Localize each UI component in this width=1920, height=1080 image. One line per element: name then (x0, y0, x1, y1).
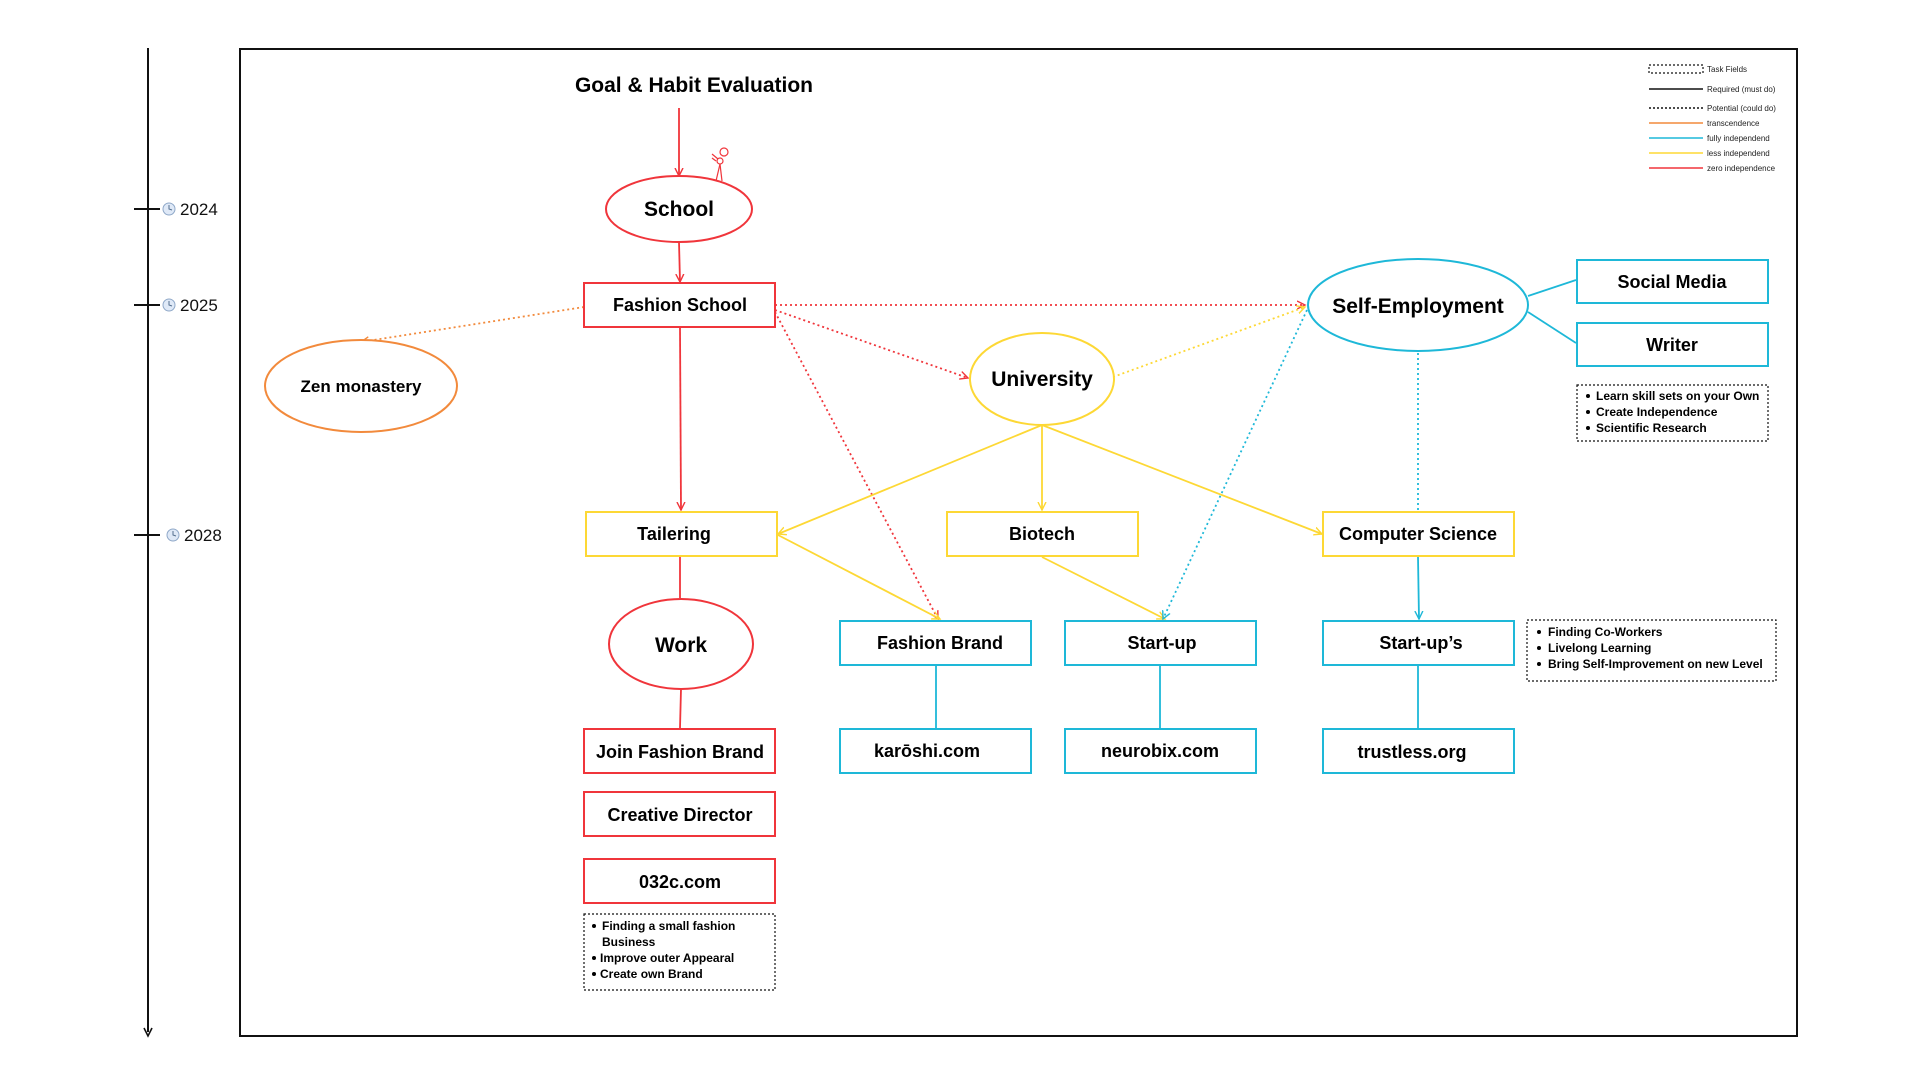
legend-transcendence: transcendence (1707, 119, 1760, 128)
node-work-label: Work (655, 634, 707, 657)
edge-computer-science-startups (1418, 556, 1419, 619)
clock-icon (162, 298, 176, 312)
edge-fashion-school-tailering (680, 327, 681, 510)
task-field-fashion: Finding a small fashion Business Improve… (583, 913, 776, 991)
node-computer-science[interactable]: Computer Science (1322, 511, 1515, 557)
task-note: Improve outer Appearal (600, 951, 734, 965)
legend-fully-independend: fully independend (1707, 134, 1770, 143)
legend-task-fields-swatch (1648, 64, 1704, 74)
connectors (361, 108, 1577, 729)
node-university[interactable]: University (969, 332, 1115, 426)
edge-school-fashion-school (679, 241, 680, 282)
stick-figure-icon (711, 147, 729, 182)
node-biotech-label: Biotech (1009, 524, 1075, 544)
node-school-label: School (644, 198, 714, 221)
clock-icon (166, 528, 180, 542)
node-karoshi[interactable]: karōshi.com (839, 728, 1032, 774)
year-label-2025: 2025 (180, 296, 218, 315)
timeline: 2024 2025 2028 (134, 48, 222, 1038)
node-computer-science-label: Computer Science (1339, 524, 1497, 544)
edge-tailering-fashion-brand (777, 534, 940, 620)
node-self-employment[interactable]: Self-Employment (1307, 258, 1529, 352)
node-creative-director-label: Creative Director (607, 805, 752, 825)
node-startup-label: Start-up (1128, 633, 1197, 653)
node-biotech[interactable]: Biotech (946, 511, 1139, 557)
task-note: Finding Co-Workers (1548, 625, 1663, 639)
legend: Task Fields Required (must do) Potential… (1648, 64, 1776, 173)
timeline-tick-2025: 2025 (134, 296, 218, 315)
node-neurobix[interactable]: neurobix.com (1064, 728, 1257, 774)
node-university-label: University (991, 368, 1093, 391)
node-writer-label: Writer (1646, 335, 1698, 355)
task-note: Livelong Learning (1548, 641, 1651, 655)
node-join-fashion-brand-label: Join Fashion Brand (596, 742, 764, 762)
node-neurobix-label: neurobix.com (1101, 741, 1219, 761)
legend-potential: Potential (could do) (1707, 104, 1776, 113)
node-self-employment-label: Self-Employment (1332, 295, 1504, 318)
edge-work-join (679, 688, 682, 729)
board-frame (239, 48, 1798, 1037)
node-writer[interactable]: Writer (1576, 322, 1769, 367)
page-title: Goal & Habit Evaluation (575, 74, 813, 97)
node-032c-label: 032c.com (639, 872, 721, 892)
node-fashion-brand[interactable]: Fashion Brand (839, 620, 1032, 666)
edge-university-tailering (778, 424, 1043, 534)
node-032c[interactable]: 032c.com (583, 858, 776, 904)
task-field-self-employment: Learn skill sets on your Own Create Inde… (1576, 384, 1769, 442)
edge-fashion-school-zen (361, 306, 585, 342)
legend-zero-independence: zero independence (1707, 164, 1776, 173)
node-zen-monastery[interactable]: Zen monastery (264, 339, 458, 433)
edge-fashion-school-university (774, 309, 968, 378)
legend-less-independend: less independend (1707, 149, 1770, 158)
node-creative-director[interactable]: Creative Director (583, 791, 776, 837)
node-fashion-brand-label: Fashion Brand (877, 633, 1003, 653)
node-work[interactable]: Work (608, 598, 754, 690)
node-startup[interactable]: Start-up (1064, 620, 1257, 666)
edge-self-employment-social-media (1527, 279, 1577, 297)
year-label-2028: 2028 (184, 526, 222, 545)
node-tailering-label: Tailering (637, 524, 711, 544)
legend-required: Required (must do) (1707, 85, 1776, 94)
node-startups-label: Start-up’s (1379, 633, 1462, 653)
node-trustless-label: trustless.org (1357, 742, 1466, 762)
node-fashion-school-label: Fashion School (613, 295, 747, 315)
task-note: Create Independence (1596, 405, 1718, 419)
edge-university-self-employment (1112, 307, 1305, 378)
task-note: Scientific Research (1596, 421, 1707, 435)
node-school[interactable]: School (605, 175, 753, 243)
timeline-tick-2028: 2028 (134, 526, 222, 545)
node-karoshi-label: karōshi.com (874, 741, 980, 761)
node-zen-monastery-label: Zen monastery (301, 377, 422, 396)
edge-university-computer-science (1041, 424, 1322, 534)
clock-icon (162, 202, 176, 216)
task-note: Learn skill sets on your Own (1596, 389, 1759, 403)
edge-biotech-startup (1041, 556, 1165, 620)
node-social-media[interactable]: Social Media (1576, 259, 1769, 304)
task-note: Create own Brand (600, 967, 703, 981)
timeline-tick-2024: 2024 (134, 200, 218, 219)
task-note: Bring Self-Improvement on new Level (1548, 657, 1763, 671)
task-note: Finding a small fashion (602, 919, 735, 933)
node-startups[interactable]: Start-up’s (1322, 620, 1515, 666)
node-social-media-label: Social Media (1617, 272, 1727, 292)
edge-self-employment-writer (1527, 311, 1577, 344)
node-trustless[interactable]: trustless.org (1322, 728, 1515, 774)
task-field-startups: Finding Co-Workers Livelong Learning Bri… (1526, 619, 1777, 682)
node-tailering[interactable]: Tailering (585, 511, 778, 557)
year-label-2024: 2024 (180, 200, 218, 219)
task-note: Business (602, 935, 656, 949)
legend-task-fields: Task Fields (1707, 65, 1747, 74)
node-fashion-school[interactable]: Fashion School (583, 282, 776, 328)
node-join-fashion-brand[interactable]: Join Fashion Brand (583, 728, 776, 774)
edge-self-employment-startup (1163, 309, 1308, 619)
